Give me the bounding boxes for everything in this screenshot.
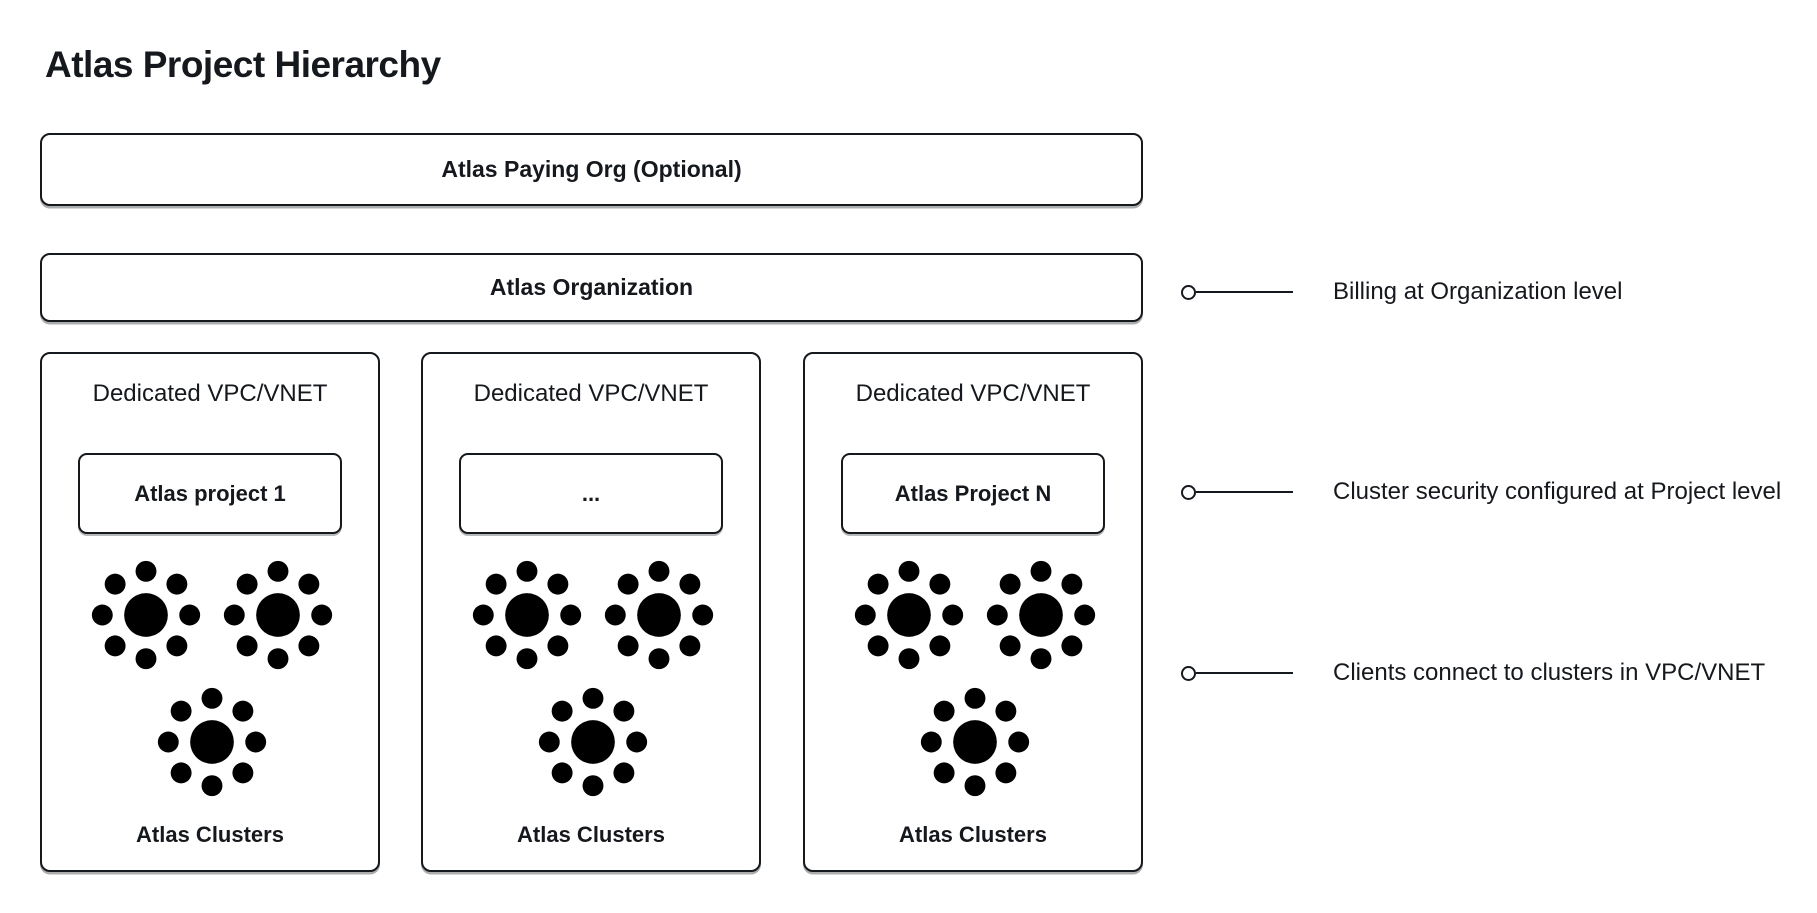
annotation-connector-line xyxy=(1196,672,1293,674)
vpc-box-1: Dedicated VPC/VNET Atlas project 1 Atlas… xyxy=(40,352,380,872)
annotation-billing: Billing at Organization level xyxy=(1181,277,1623,307)
cluster-icon xyxy=(852,558,966,672)
project-label: ... xyxy=(581,480,601,506)
annotation-dot-icon xyxy=(1181,484,1196,500)
cluster-icon xyxy=(89,558,203,672)
cluster-icon xyxy=(536,685,650,799)
cluster-icon xyxy=(918,685,1032,799)
vpc-label: Dedicated VPC/VNET xyxy=(473,380,709,407)
project-box-n: Atlas Project N xyxy=(841,453,1105,534)
annotation-connector-line xyxy=(1196,491,1293,493)
paying-org-label: Atlas Paying Org (Optional) xyxy=(441,156,742,182)
cluster-icon xyxy=(602,558,716,672)
annotation-label: Cluster security configured at Project l… xyxy=(1333,478,1782,505)
annotation-clients-connect: Clients connect to clusters in VPC/VNET xyxy=(1181,658,1765,688)
project-box-1: Atlas project 1 xyxy=(78,453,342,534)
organization-box: Atlas Organization xyxy=(40,253,1143,322)
annotation-dot-icon xyxy=(1181,284,1196,300)
page-title: Atlas Project Hierarchy xyxy=(45,44,441,85)
cluster-icon xyxy=(470,558,584,672)
annotation-connector-line xyxy=(1196,291,1293,293)
annotation-label: Clients connect to clusters in VPC/VNET xyxy=(1333,659,1766,686)
clusters-label: Atlas Clusters xyxy=(136,822,284,847)
project-label: Atlas project 1 xyxy=(134,480,286,506)
clusters-label: Atlas Clusters xyxy=(899,822,1047,847)
vpc-label: Dedicated VPC/VNET xyxy=(855,380,1091,407)
annotation-cluster-security: Cluster security configured at Project l… xyxy=(1181,477,1781,507)
organization-label: Atlas Organization xyxy=(489,274,694,300)
project-label: Atlas Project N xyxy=(894,480,1052,506)
project-box-ellipsis: ... xyxy=(459,453,723,534)
annotation-dot-icon xyxy=(1181,665,1196,681)
vpc-box-n: Dedicated VPC/VNET Atlas Project N Atlas… xyxy=(803,352,1143,872)
cluster-icon xyxy=(221,558,335,672)
vpc-box-2: Dedicated VPC/VNET ... Atlas Clusters xyxy=(421,352,761,872)
paying-org-box: Atlas Paying Org (Optional) xyxy=(40,133,1143,206)
vpc-label: Dedicated VPC/VNET xyxy=(92,380,328,407)
cluster-icon xyxy=(155,685,269,799)
annotation-label: Billing at Organization level xyxy=(1333,278,1623,305)
cluster-icon xyxy=(984,558,1098,672)
clusters-label: Atlas Clusters xyxy=(517,822,665,847)
